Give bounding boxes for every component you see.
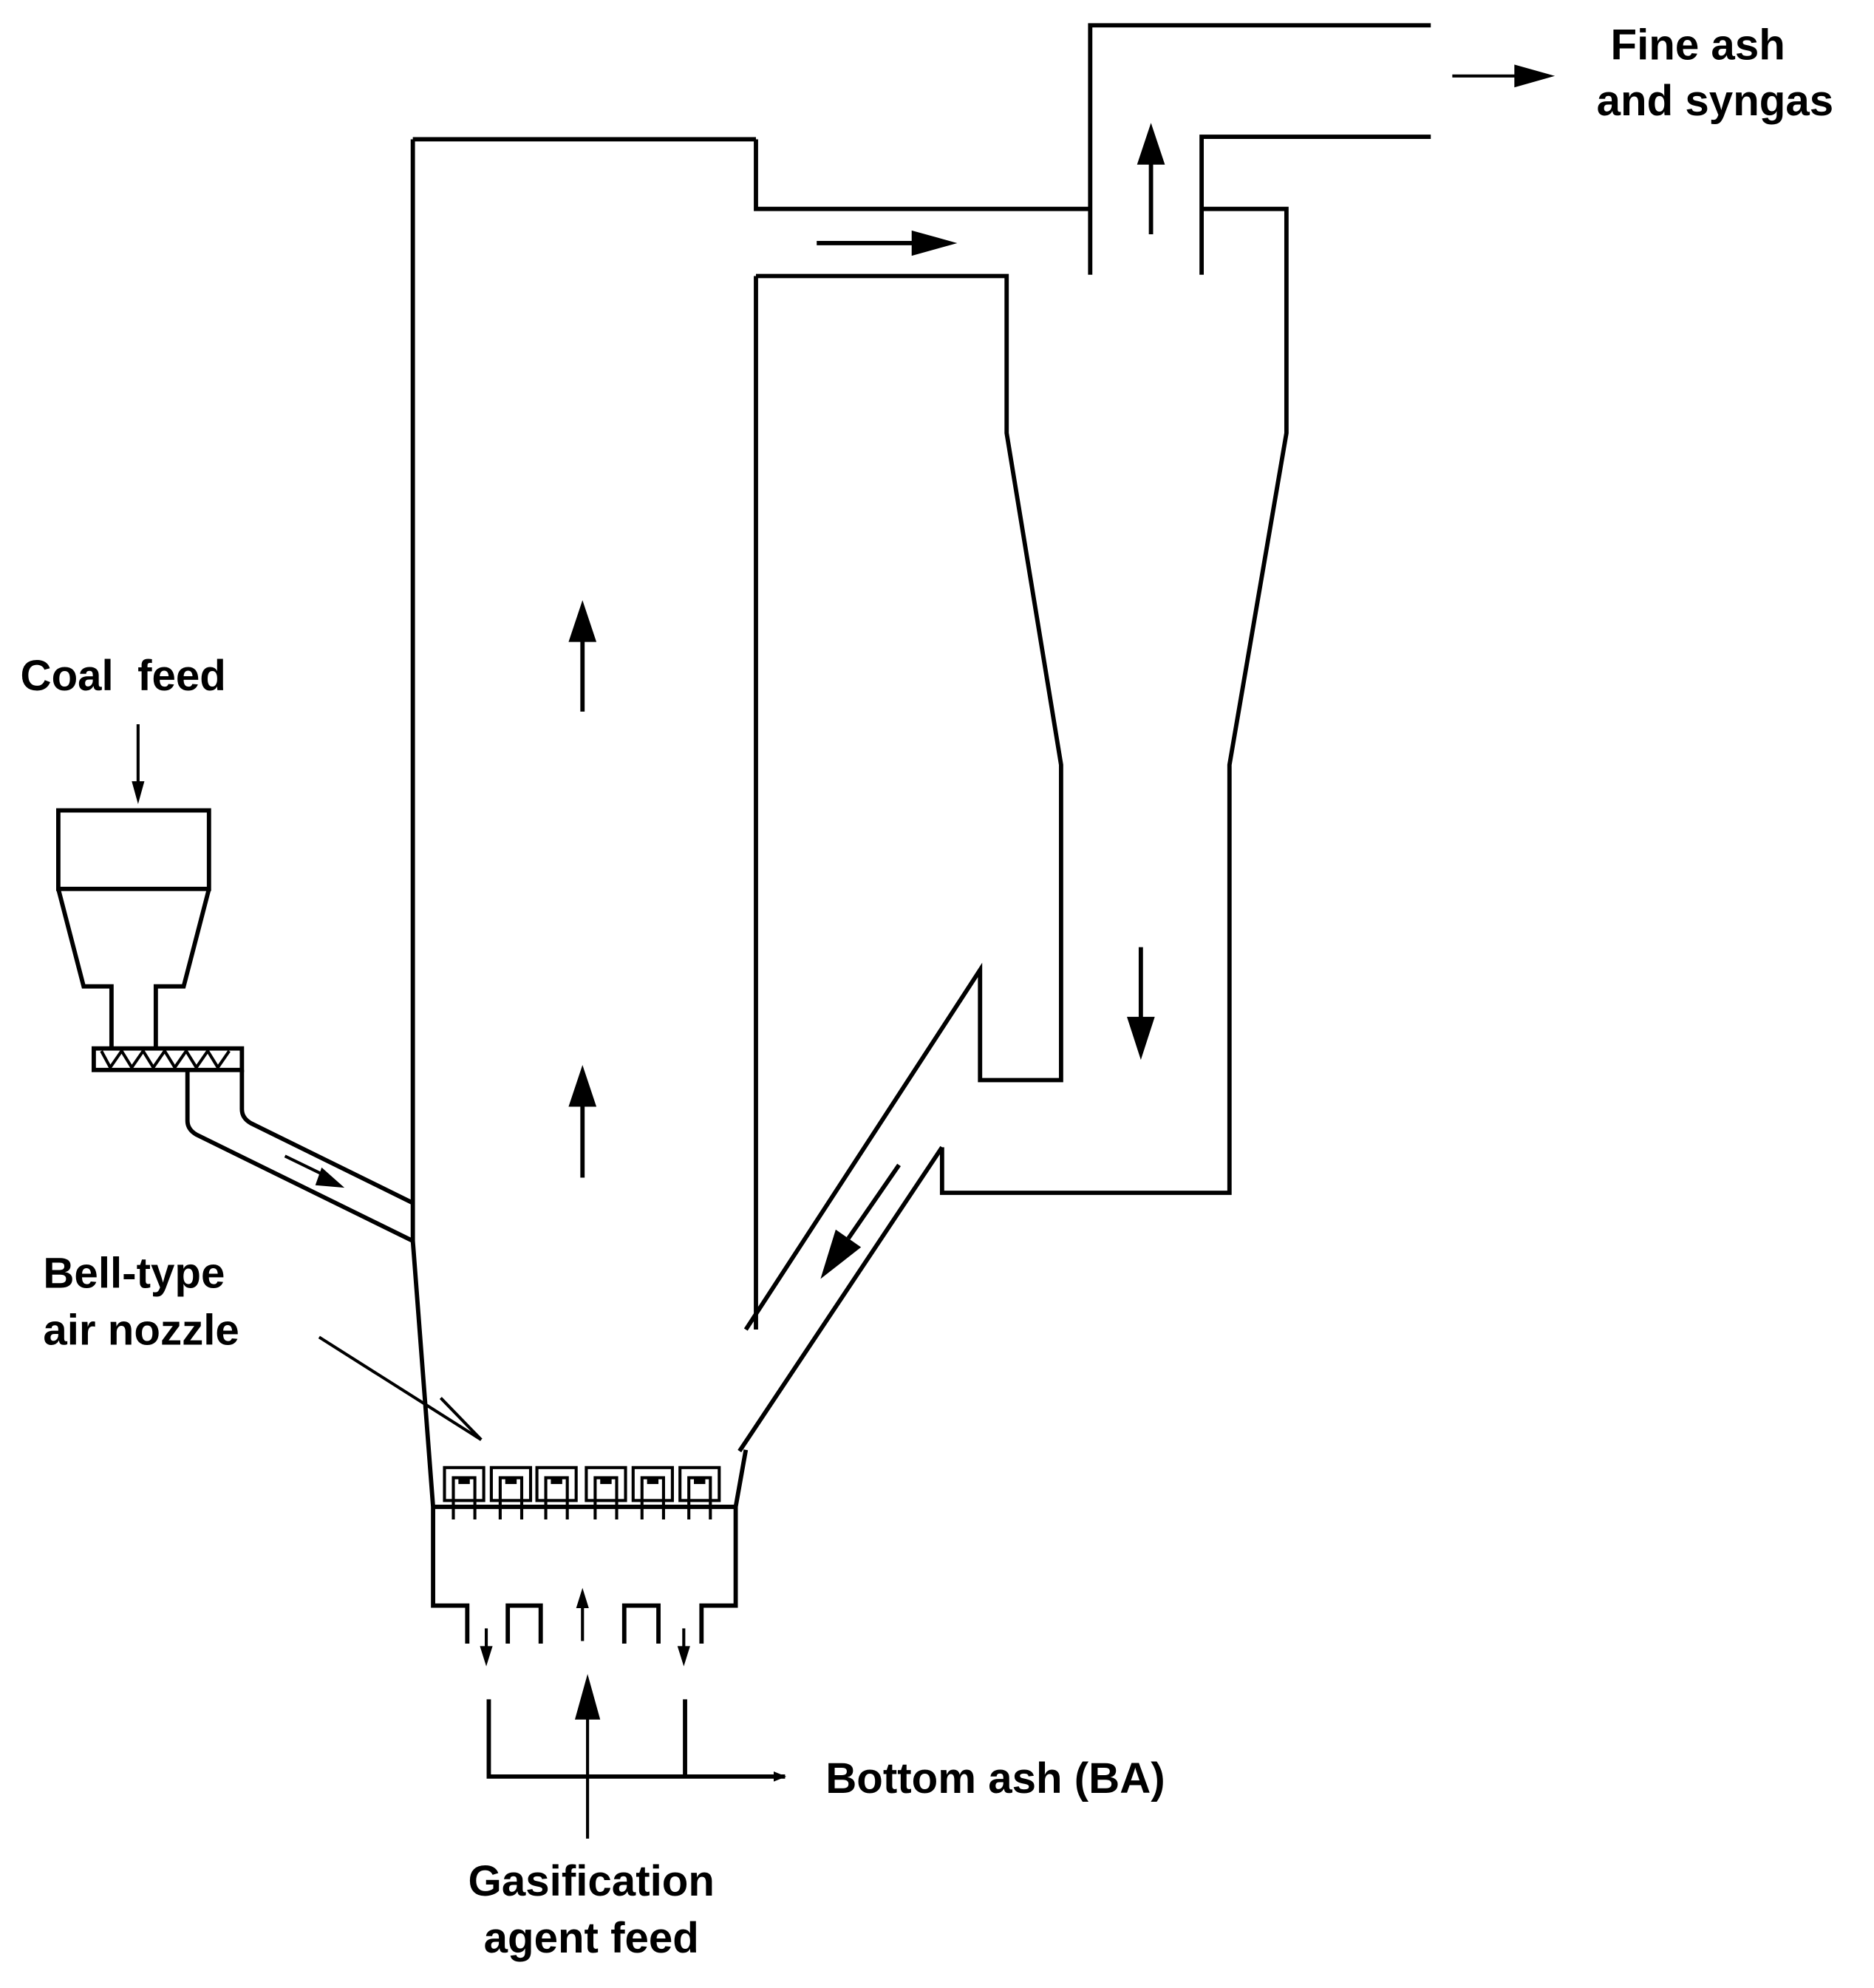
flow-arrows xyxy=(132,64,1556,1839)
flow-arrow-down-left-icon xyxy=(820,1163,901,1279)
flow-arrow-right-icon xyxy=(817,230,958,256)
bottom-ash-label: Bottom ash (BA) xyxy=(825,1754,1165,1803)
bottom-plenum xyxy=(486,1603,787,1782)
cyclone xyxy=(939,23,1431,1195)
bell-nozzle xyxy=(678,1466,721,1520)
flow-arrow-up-icon xyxy=(568,600,597,712)
bell-type-nozzles xyxy=(443,1466,721,1520)
fine-ash-label-line2: and syngas xyxy=(1597,77,1834,125)
flow-arrow-down-icon xyxy=(677,1628,690,1667)
flow-arrow-down-icon xyxy=(480,1628,493,1667)
bell-nozzle xyxy=(631,1466,674,1520)
flow-arrow-down-icon xyxy=(1127,947,1155,1061)
bell-nozzle xyxy=(585,1466,627,1520)
gasifier-riser xyxy=(410,137,1091,1644)
bell-nozzle xyxy=(443,1466,485,1520)
flow-arrow-right-icon xyxy=(1452,64,1556,88)
bell-nozzle xyxy=(535,1466,578,1520)
nozzle-pointer-lines xyxy=(318,1335,483,1441)
screw-feeder xyxy=(91,1046,245,1072)
coal-feed-label: Coal feed xyxy=(21,652,226,700)
gasification-label-line2: agent feed xyxy=(484,1914,699,1962)
bell-nozzle-label-line2: air nozzle xyxy=(43,1307,239,1355)
flow-arrow-up-icon xyxy=(1137,123,1165,234)
coal-hopper xyxy=(56,808,211,1049)
flow-arrow-up-icon xyxy=(574,1674,601,1839)
flow-arrow-up-icon xyxy=(568,1064,597,1178)
flow-arrow-down-right-icon xyxy=(284,1154,345,1188)
bell-nozzle-label-line1: Bell-type xyxy=(43,1250,225,1298)
flow-arrow-up-icon xyxy=(576,1587,589,1641)
flow-arrow-down-icon xyxy=(132,724,145,804)
bell-nozzle xyxy=(489,1466,533,1520)
gasification-label-line1: Gasification xyxy=(468,1857,715,1905)
fine-ash-label-line1: Fine ash xyxy=(1611,21,1785,69)
feed-pipe xyxy=(185,1069,414,1243)
